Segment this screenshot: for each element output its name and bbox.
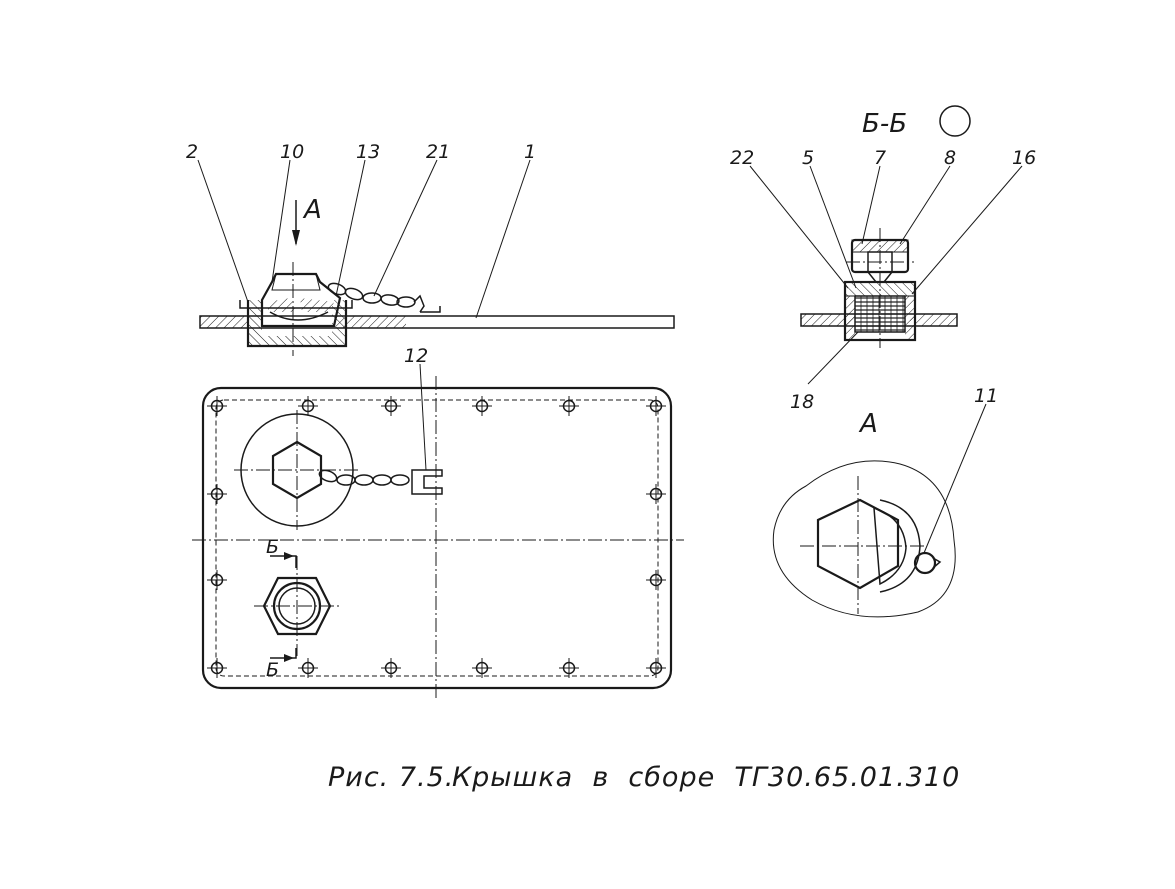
- plug-cup: [269, 311, 329, 321]
- bolt-hole: [472, 658, 492, 678]
- plate-hatch-left: [200, 316, 248, 328]
- bolt-hole: [472, 396, 492, 416]
- bolt-hole: [559, 396, 579, 416]
- section-arrow-top: [284, 552, 294, 560]
- section-mark-label-top: Б: [266, 536, 279, 558]
- callout-13: 13: [356, 141, 380, 163]
- chain-clip-12: [420, 306, 441, 313]
- section-mark-top: [270, 555, 297, 568]
- boss-hatch-bottom: [262, 336, 332, 346]
- view-a-title: А: [858, 409, 878, 439]
- gasket-2: [239, 300, 353, 309]
- callout-2: 2: [186, 141, 198, 163]
- plug-head-hatch: [271, 273, 321, 291]
- bolt-hole: [207, 570, 227, 590]
- leader-1: [475, 159, 531, 319]
- callout-22: 22: [730, 147, 754, 169]
- leader-12: [419, 363, 427, 471]
- figure-caption: Рис. 7.5. Крышка в сборе ТГ30.65.01.310: [328, 762, 960, 793]
- view-a-lug-hatch: [873, 506, 907, 586]
- view-a-chain-ring: [913, 551, 937, 575]
- section-mark-label-bottom: Б: [266, 659, 279, 681]
- leader-7: [861, 165, 881, 245]
- section-arrow-bottom: [284, 654, 294, 662]
- callout-21: 21: [426, 141, 450, 163]
- section-view-title: Б-Б: [862, 109, 907, 139]
- plan-chain: [318, 469, 410, 486]
- cover-outline: [201, 386, 673, 690]
- callout-8: 8: [944, 147, 956, 169]
- plug-body-hatch-left: [268, 298, 296, 312]
- plate-hatch-right: [336, 316, 406, 328]
- view-a-arrow-label: А: [302, 195, 322, 225]
- section-mark-bottom: [270, 648, 297, 659]
- leader-21: [373, 159, 438, 297]
- cover-bolt-line: [215, 399, 659, 677]
- bolt-hole: [646, 484, 666, 504]
- valve-wall-left: [845, 296, 855, 340]
- callout-7: 7: [874, 147, 886, 169]
- boss-hatch-right: [332, 300, 346, 346]
- callout-5: 5: [802, 147, 814, 169]
- bolt-hole: [646, 658, 666, 678]
- bolt-hole: [207, 396, 227, 416]
- callout-1: 1: [524, 141, 536, 163]
- leader-16: [911, 165, 1023, 295]
- leader-5: [809, 165, 857, 289]
- callout-18: 18: [790, 391, 814, 413]
- bolt-hole: [381, 658, 401, 678]
- bolt-hole: [646, 396, 666, 416]
- plan-view: 12 Б Б: [192, 345, 684, 700]
- leader-13: [335, 159, 366, 297]
- caption-figure-number: Рис. 7.5.: [328, 762, 454, 793]
- boss-hatch-left: [248, 300, 262, 346]
- leader-2: [197, 159, 249, 303]
- plug-10: [260, 272, 342, 328]
- leader-8: [899, 165, 951, 245]
- section-plate-hatch-left: [801, 314, 855, 326]
- front-section-view: А 2 10 13 21 1: [186, 141, 675, 356]
- callout-11: 11: [974, 385, 998, 407]
- bolt-hole: [298, 658, 318, 678]
- valve-wall-right: [905, 296, 915, 340]
- view-a: А 11: [772, 385, 998, 618]
- leader-18: [807, 331, 859, 385]
- view-a-break-outline: [772, 460, 956, 618]
- bolt-hole: [298, 396, 318, 416]
- view-a-plug-hex: [816, 498, 900, 590]
- section-view-rotation-sign: [939, 105, 971, 137]
- bolt-hole: [559, 658, 579, 678]
- view-a-chain-link: [932, 557, 942, 569]
- section-plate-hatch-right: [910, 314, 957, 326]
- bolt-hole: [646, 570, 666, 590]
- view-a-arrowhead: [292, 230, 300, 246]
- bolt-holes: [207, 396, 666, 678]
- plug-body-hatch-right: [300, 298, 334, 312]
- bolt-hole: [207, 484, 227, 504]
- leader-11: [923, 403, 987, 554]
- callout-16: 16: [1012, 147, 1036, 169]
- plan-chain-clip: [411, 469, 443, 495]
- leader-22: [749, 165, 849, 289]
- callout-12: 12: [404, 345, 428, 367]
- bolt-hole: [381, 396, 401, 416]
- leader-10: [271, 159, 291, 283]
- callout-10: 10: [280, 141, 304, 163]
- caption-title: Крышка в сборе ТГ30.65.01.310: [452, 762, 960, 793]
- bolt-hole: [207, 658, 227, 678]
- section-b-b-view: Б-Б 22 5 7 8 16 18: [730, 105, 1036, 413]
